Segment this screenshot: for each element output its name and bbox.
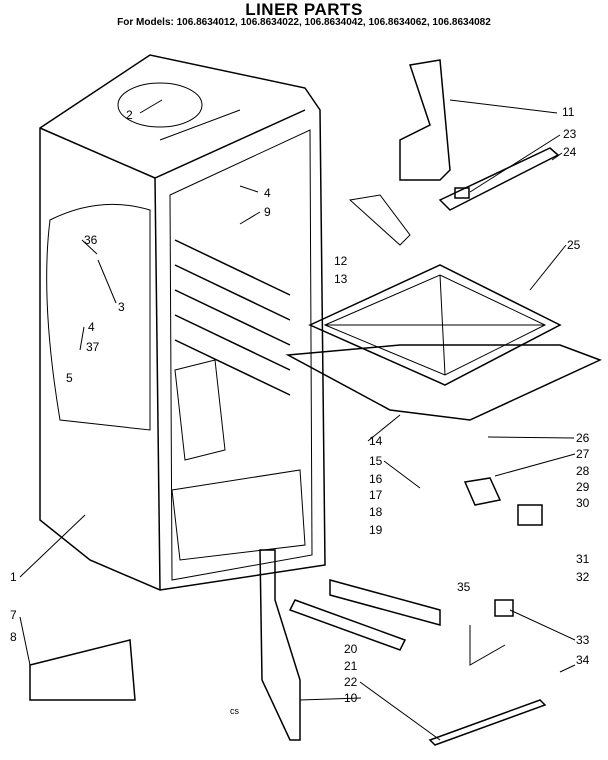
callout-29: 29 <box>576 480 590 494</box>
callout-31: 31 <box>576 552 590 566</box>
callout-5: 5 <box>66 371 73 385</box>
air-duct <box>399 59 451 181</box>
callout-30: 30 <box>576 496 590 510</box>
callout-4b: 4 <box>88 320 95 334</box>
callout-28: 28 <box>576 464 590 478</box>
callout-13: 13 <box>334 272 348 286</box>
callout-8: 8 <box>10 630 17 644</box>
callout-10: 10 <box>344 691 358 705</box>
callout-22: 22 <box>344 675 358 689</box>
cabinet-liner <box>39 54 326 591</box>
part-callouts: 2 4 9 36 3 4 37 5 11 23 24 12 13 25 14 2… <box>10 105 590 716</box>
clip <box>454 187 470 199</box>
callout-34: 34 <box>576 653 590 667</box>
callout-21: 21 <box>344 659 358 673</box>
callout-33: 33 <box>576 633 590 647</box>
callout-3: 3 <box>118 300 125 314</box>
callout-26: 26 <box>576 431 590 445</box>
shelf-ribs <box>174 239 291 396</box>
cover-strip <box>438 147 560 211</box>
callout-20: 20 <box>344 642 358 656</box>
callout-36: 36 <box>84 233 98 247</box>
divider <box>259 549 301 741</box>
trim-bottom <box>428 699 547 746</box>
callout-23: 23 <box>563 127 577 141</box>
callout-17: 17 <box>369 488 383 502</box>
control-housing <box>463 477 502 506</box>
callout-9: 9 <box>264 205 271 219</box>
callout-18: 18 <box>369 505 383 519</box>
light-shield <box>329 579 441 626</box>
freezer-shelf <box>285 264 602 421</box>
callout-25: 25 <box>567 238 581 252</box>
diagram-title: LINER PARTS <box>245 0 363 19</box>
callout-12: 12 <box>334 254 348 268</box>
callout-4: 4 <box>264 186 271 200</box>
callout-27: 27 <box>576 447 590 461</box>
switch <box>494 599 514 617</box>
callout-15: 15 <box>369 454 383 468</box>
callout-cs: cs <box>230 706 240 716</box>
callout-35: 35 <box>457 580 471 594</box>
trim-left <box>29 639 136 701</box>
model-list: For Models: 106.8634012, 106.8634022, 10… <box>117 17 491 28</box>
callout-19: 19 <box>369 523 383 537</box>
bracket <box>348 194 411 246</box>
callout-11: 11 <box>562 105 575 119</box>
callout-2: 2 <box>126 108 133 122</box>
callout-1: 1 <box>10 570 17 584</box>
callout-14: 14 <box>369 434 383 448</box>
callout-7: 7 <box>10 608 17 622</box>
callout-16: 16 <box>369 472 383 486</box>
callout-32: 32 <box>576 570 590 584</box>
callout-37: 37 <box>86 340 100 354</box>
knob-housing <box>517 504 543 526</box>
leader-lines <box>19 99 576 741</box>
callout-24: 24 <box>563 145 577 159</box>
rail <box>288 599 407 651</box>
